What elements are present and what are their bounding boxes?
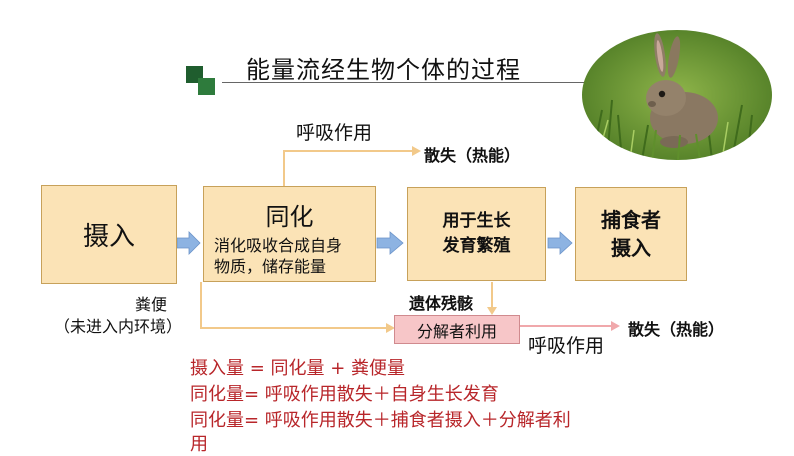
arrow-ingest-to-assimilate — [176, 231, 201, 255]
equation-3: 同化量= 呼吸作用散失＋捕食者摄入＋分解者利 — [190, 410, 571, 431]
growth-line-2: 发育繁殖 — [442, 236, 511, 256]
decomposer-box: 分解者利用 — [394, 315, 520, 344]
feces-label: 粪便 — [135, 295, 168, 314]
growth-line-1: 用于生长 — [442, 211, 511, 231]
assimilate-box: 同化 消化吸收合成自身 物质，储存能量 — [203, 186, 376, 282]
decomposer-label: 分解者利用 — [416, 321, 497, 341]
rabbit-photo — [582, 30, 772, 160]
heat-loss-label-top: 散失（热能） — [424, 146, 521, 165]
equation-3-continuation: 用 — [190, 434, 208, 455]
page-title: 能量流经生物个体的过程 — [246, 56, 521, 84]
assimilate-title: 同化 — [265, 203, 314, 231]
arrow-assimilate-to-growth — [376, 231, 404, 255]
feces-line — [200, 282, 388, 329]
predator-line-2: 摄入 — [611, 236, 651, 260]
title-underline — [222, 82, 592, 83]
predator-line-1: 捕食者 — [601, 208, 661, 232]
heat-loss-label-bottom: 散失（热能） — [628, 320, 725, 339]
predator-box: 捕食者 摄入 — [575, 187, 687, 281]
remains-arrowhead — [487, 307, 497, 315]
respiration-arrowhead-bottom — [611, 321, 620, 331]
arrow-growth-to-predator — [547, 231, 573, 255]
respiration-line-top — [283, 150, 412, 186]
respiration-label-bottom: 呼吸作用 — [528, 335, 605, 357]
feces-arrowhead — [386, 323, 395, 333]
growth-box: 用于生长 发育繁殖 — [407, 187, 546, 281]
ingest-label: 摄入 — [82, 222, 135, 252]
title-marker-square-light — [198, 78, 215, 95]
assimilate-line-1: 消化吸收合成自身 — [214, 236, 343, 255]
ingest-box: 摄入 — [41, 185, 177, 284]
equation-2: 同化量= 呼吸作用散失＋自身生长发育 — [190, 384, 499, 405]
respiration-arrowhead-top — [412, 146, 421, 156]
respiration-label-top: 呼吸作用 — [296, 122, 373, 144]
assimilate-line-2: 物质，储存能量 — [214, 257, 327, 276]
assimilate-description: 消化吸收合成自身 物质，储存能量 — [214, 235, 342, 277]
equation-1: 摄入量 = 同化量 + 粪便量 — [190, 358, 406, 379]
remains-label: 遗体残骸 — [409, 294, 474, 313]
feces-note-label: （未进入内环境） — [54, 317, 183, 336]
